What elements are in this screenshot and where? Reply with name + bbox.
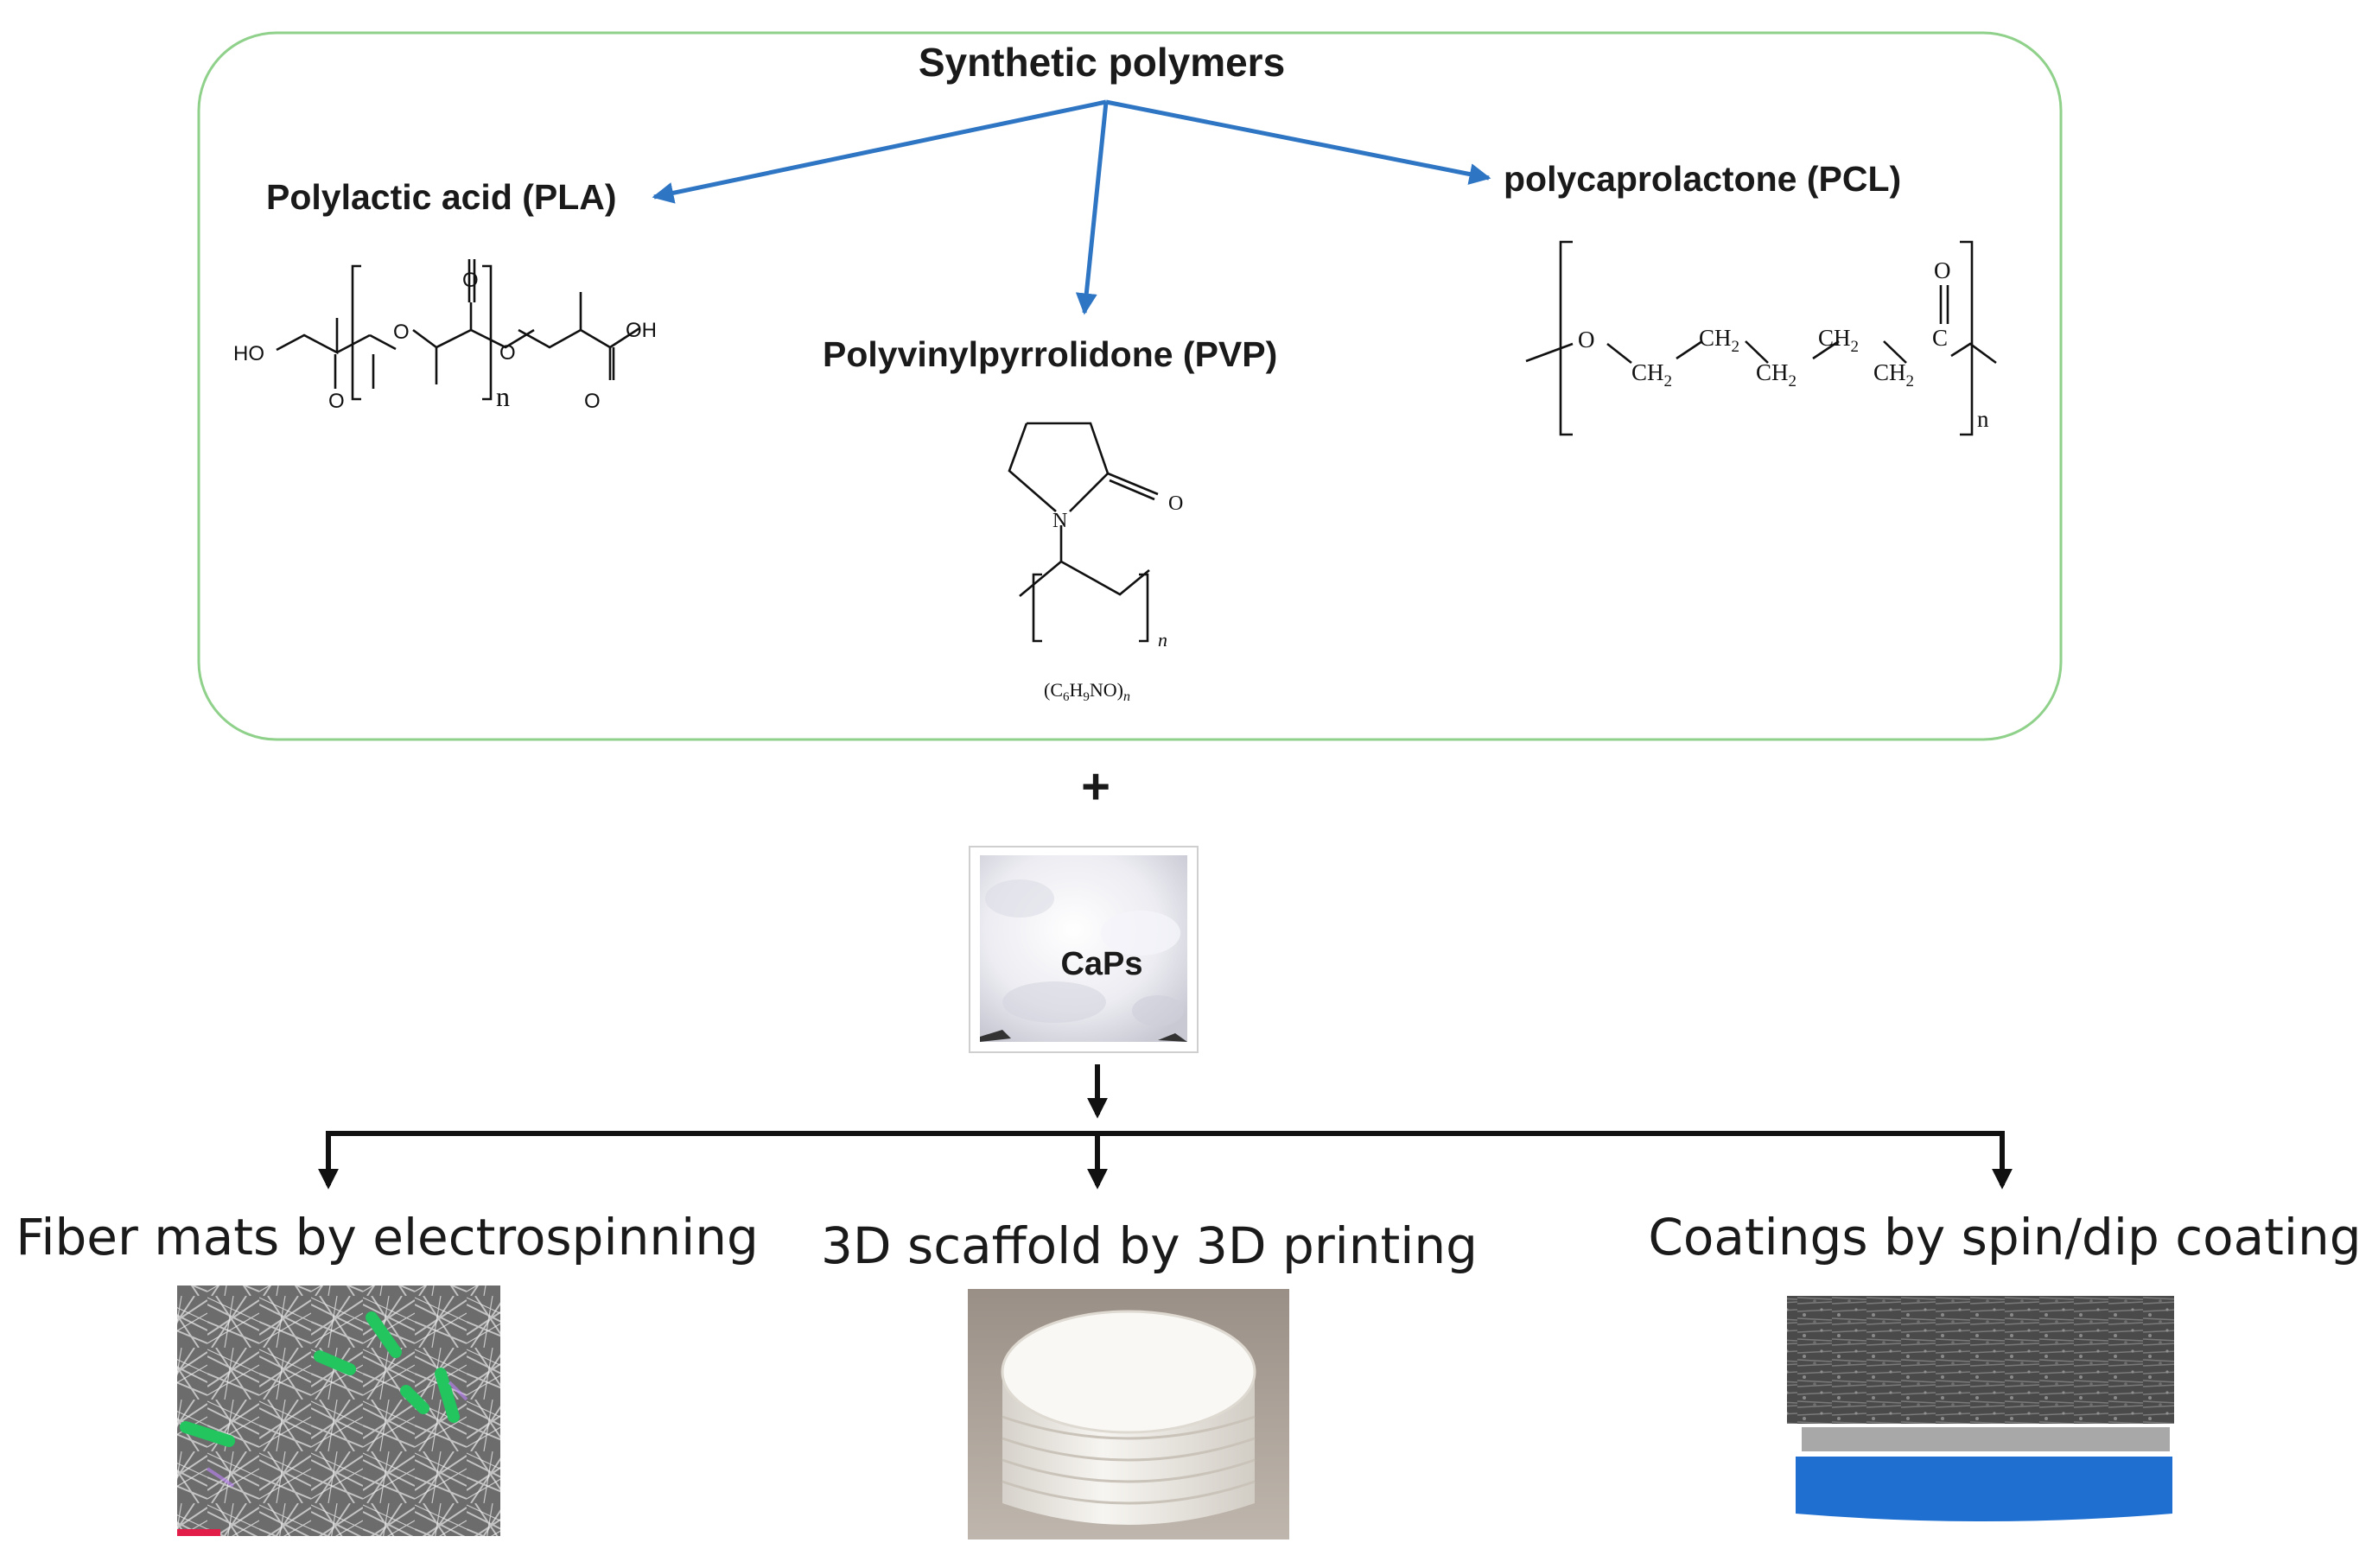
- scaffold-image: [968, 1289, 1289, 1539]
- diagram-title: Synthetic polymers: [919, 40, 1285, 85]
- process-tree: [318, 1064, 2013, 1190]
- svg-text:n: n: [1977, 406, 1989, 432]
- svg-text:C: C: [1932, 325, 1948, 351]
- svg-text:O: O: [393, 321, 410, 344]
- fiber-mat-image: [177, 1286, 500, 1536]
- svg-text:O: O: [499, 341, 516, 365]
- caps-label: CaPs: [1060, 946, 1142, 982]
- pla-structure: HO O O O O n O OH: [233, 259, 657, 413]
- svg-text:N: N: [1052, 510, 1067, 532]
- output-label-electrospinning: Fiber mats by electrospinning: [16, 1208, 759, 1266]
- svg-text:n: n: [496, 381, 510, 412]
- svg-text:n: n: [1158, 629, 1167, 651]
- svg-text:O: O: [584, 390, 601, 413]
- pcl-structure: O CH2 CH2 CH2 CH2 CH2 C O n: [1525, 240, 1997, 436]
- svg-text:O: O: [1578, 327, 1595, 352]
- pvp-structure: N O n (C6H9NO)n: [1008, 422, 1183, 704]
- polymer-name-pvp: Polyvinylpyrrolidone (PVP): [823, 334, 1277, 374]
- svg-text:CH2: CH2: [1818, 325, 1859, 356]
- svg-text:O: O: [1168, 492, 1183, 515]
- svg-text:CH2: CH2: [1631, 359, 1672, 390]
- polymer-name-pcl: polycaprolactone (PCL): [1504, 159, 1901, 199]
- output-label-3d-printing: 3D scaffold by 3D printing: [821, 1216, 1478, 1275]
- svg-text:HO: HO: [233, 342, 264, 365]
- coating-image: [1787, 1296, 2174, 1521]
- svg-text:O: O: [328, 390, 345, 413]
- output-label-coating: Coatings by spin/dip coating: [1648, 1208, 2361, 1266]
- polymers-box: [197, 31, 2063, 741]
- caps-powder-image: [969, 846, 1199, 1053]
- svg-text:CH2: CH2: [1756, 359, 1796, 390]
- polymer-name-pla: Polylactic acid (PLA): [266, 177, 617, 217]
- svg-text:O: O: [462, 269, 479, 292]
- svg-text:CH2: CH2: [1699, 325, 1739, 356]
- arrow-to-pla: [652, 99, 1107, 204]
- svg-text:OH: OH: [626, 319, 657, 342]
- svg-text:CH2: CH2: [1873, 359, 1914, 390]
- arrow-to-pcl: [1105, 99, 1491, 185]
- svg-text:O: O: [1934, 257, 1951, 283]
- pvp-formula: (C6H9NO)n: [1044, 679, 1130, 704]
- plus-sign: +: [1081, 759, 1110, 815]
- arrow-to-pvp: [1075, 101, 1109, 315]
